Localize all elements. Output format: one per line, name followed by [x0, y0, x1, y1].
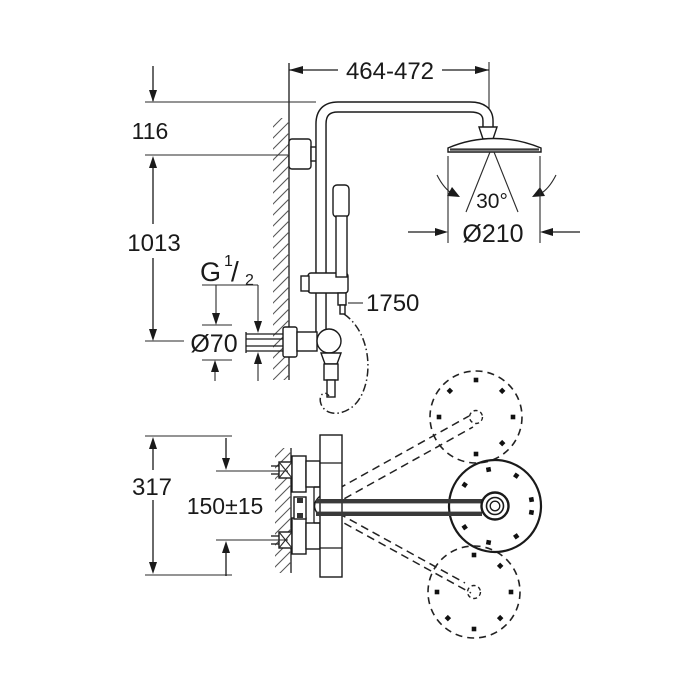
swivel-position-upper: [326, 370, 523, 506]
hand-shower-outlet: [337, 292, 347, 306]
wall-top: [275, 448, 292, 573]
escutcheon: [282, 326, 298, 358]
valve-top: [271, 434, 343, 578]
wall-flange: [288, 138, 319, 170]
dim-1013-label: 1013: [127, 230, 180, 257]
thread-label-g12: G 1 / 2: [200, 253, 262, 333]
thread-slash: /: [231, 256, 239, 287]
shower-arm-top: [313, 458, 543, 554]
hand-shower-handle: [335, 215, 348, 278]
hand-shower-head: [332, 184, 350, 218]
swivel-position-lower: [326, 506, 521, 639]
dim-1750-label: 1750: [366, 290, 419, 317]
dimension-317: 317: [132, 435, 232, 576]
valve-main-body: [319, 434, 343, 578]
diverter-knob: [316, 328, 342, 354]
side-view: 464-472 116 1013 G 1 / 2: [127, 58, 580, 414]
dim-150-label: 150±15: [187, 493, 264, 519]
thread-denominator: 2: [245, 272, 254, 289]
dim-width-label: 464-472: [346, 58, 434, 85]
valve-body: [296, 331, 318, 352]
dim-d70-label: Ø70: [190, 330, 237, 358]
top-view: 317 150±15: [132, 370, 543, 639]
shower-hose: [319, 313, 369, 414]
hand-shower: [300, 184, 350, 315]
dimension-d210: Ø210: [408, 156, 580, 248]
dimension-1013: 1013: [127, 156, 184, 342]
dimension-116: 116: [132, 66, 316, 156]
dimension-d70: Ø70: [190, 324, 262, 381]
supply-connection-side: [245, 332, 284, 353]
riser-and-arm-pipe: [315, 101, 494, 334]
nozzle-dots-upper: [436, 377, 516, 457]
spray-angle: 30°: [436, 151, 557, 213]
spray-angle-label: 30°: [476, 190, 508, 213]
dimension-150: 150±15: [187, 438, 288, 576]
dim-116-label: 116: [132, 118, 169, 144]
dimension-1750: 1750: [348, 290, 419, 317]
thread-numerator: 1: [224, 253, 233, 270]
nozzle-dots-lower: [434, 552, 514, 632]
wall-hatching-top: [275, 448, 291, 573]
arm-elbow-nut: [478, 126, 498, 140]
slider-knob: [300, 275, 310, 292]
thread-letter: G: [200, 257, 221, 287]
dim-317-label: 317: [132, 474, 172, 501]
nozzle-dots-solid: [461, 466, 535, 546]
head-shower: [447, 126, 542, 153]
head-shower-top-circle: [447, 458, 543, 554]
dim-d210-label: Ø210: [462, 220, 523, 248]
valve-side: [282, 326, 342, 398]
